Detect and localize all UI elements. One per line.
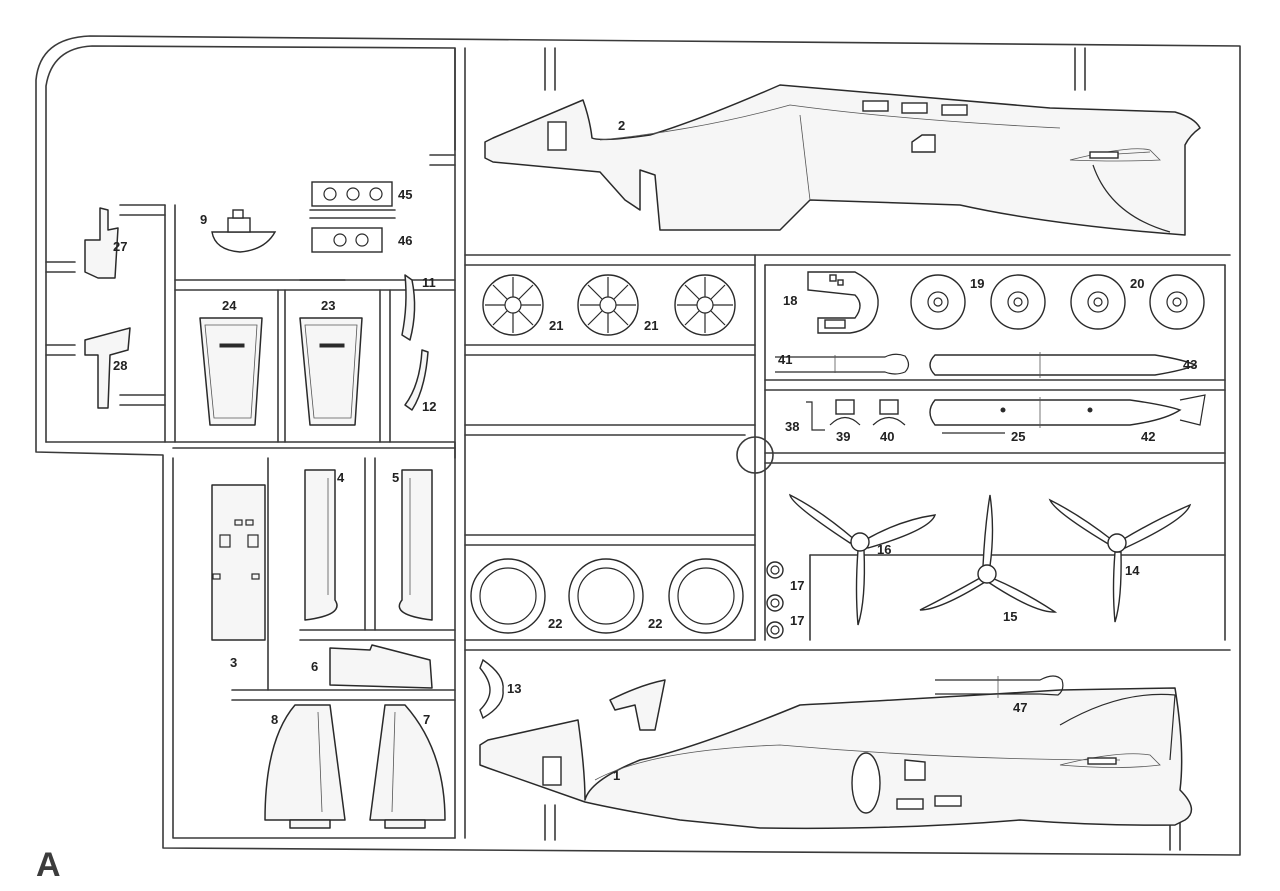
part-21-engine-faces — [482, 274, 736, 336]
part-number-41: 41 — [778, 352, 792, 367]
part-38-39-40-brackets — [806, 399, 906, 431]
part-2-fuselage-left — [484, 84, 1201, 236]
part-number-6: 6 — [311, 659, 318, 674]
part-numbers: 1 2 3 4 5 6 7 8 9 11 12 13 14 15 16 17 1… — [113, 118, 1197, 783]
part-22-cowl-rings — [470, 558, 744, 634]
sheet-letter: A — [36, 846, 61, 884]
part-18-instrument-panel — [807, 271, 879, 334]
part-1-fuselage-right — [479, 679, 1193, 830]
part-41-strut — [775, 353, 910, 375]
part-8-part — [264, 704, 346, 829]
part-number-18: 18 — [783, 293, 797, 308]
part-14-propeller — [1048, 498, 1192, 623]
part-45-part — [311, 181, 393, 207]
part-number-43: 43 — [1183, 357, 1197, 372]
part-number-47: 47 — [1013, 700, 1027, 715]
part-4-part — [304, 469, 338, 621]
part-11-part — [401, 274, 416, 341]
part-number-21b: 21 — [644, 318, 658, 333]
part-number-1: 1 — [613, 768, 620, 783]
part-3-part — [211, 484, 266, 641]
part-number-40: 40 — [880, 429, 894, 444]
part-27-part — [84, 207, 119, 279]
part-number-27: 27 — [113, 239, 127, 254]
part-number-15: 15 — [1003, 609, 1017, 624]
part-number-7: 7 — [423, 712, 430, 727]
part-number-46: 46 — [398, 233, 412, 248]
part-number-23: 23 — [321, 298, 335, 313]
part-number-21a: 21 — [549, 318, 563, 333]
engine-face-3 — [674, 274, 736, 336]
part-13-part — [479, 658, 504, 720]
part-number-12: 12 — [422, 399, 436, 414]
part-number-20: 20 — [1130, 276, 1144, 291]
part-number-22a: 22 — [548, 616, 562, 631]
part-6-part — [329, 644, 433, 689]
part-number-24: 24 — [222, 298, 237, 313]
part-number-17b: 17 — [790, 613, 804, 628]
part-number-3: 3 — [230, 655, 237, 670]
part-number-19: 19 — [970, 276, 984, 291]
part-number-4: 4 — [337, 470, 345, 485]
part-number-2: 2 — [618, 118, 625, 133]
part-number-11: 11 — [422, 275, 436, 290]
part-number-38: 38 — [785, 419, 799, 434]
part-28-part — [84, 327, 131, 409]
part-number-39: 39 — [836, 429, 850, 444]
part-43-bomb — [929, 352, 1197, 378]
part-number-5: 5 — [392, 470, 399, 485]
part-number-8: 8 — [271, 712, 278, 727]
engine-face-1 — [482, 274, 544, 336]
part-15-propeller — [919, 494, 1058, 613]
engine-face-2 — [577, 274, 639, 336]
part-17-rings — [766, 561, 784, 639]
part-number-25: 25 — [1011, 429, 1025, 444]
part-7-part — [369, 704, 446, 829]
part-number-42: 42 — [1141, 429, 1155, 444]
part-12-part — [404, 349, 429, 411]
part-number-45: 45 — [398, 187, 412, 202]
part-5-part — [398, 469, 433, 621]
part-number-14: 14 — [1125, 563, 1140, 578]
part-9-part — [211, 209, 277, 253]
part-number-17a: 17 — [790, 578, 804, 593]
part-number-22b: 22 — [648, 616, 662, 631]
part-number-9: 9 — [200, 212, 207, 227]
part-23-part — [299, 317, 363, 426]
part-24-part — [199, 317, 263, 426]
part-19-20-wheels — [910, 274, 1205, 330]
part-16-propeller — [789, 493, 937, 626]
part-number-16: 16 — [877, 542, 891, 557]
part-46-part — [311, 227, 383, 253]
sprue-frame — [35, 35, 1241, 856]
part-number-13: 13 — [507, 681, 521, 696]
part-number-28: 28 — [113, 358, 127, 373]
part-47-strut — [935, 675, 1064, 698]
part-42-bomb — [929, 394, 1206, 428]
